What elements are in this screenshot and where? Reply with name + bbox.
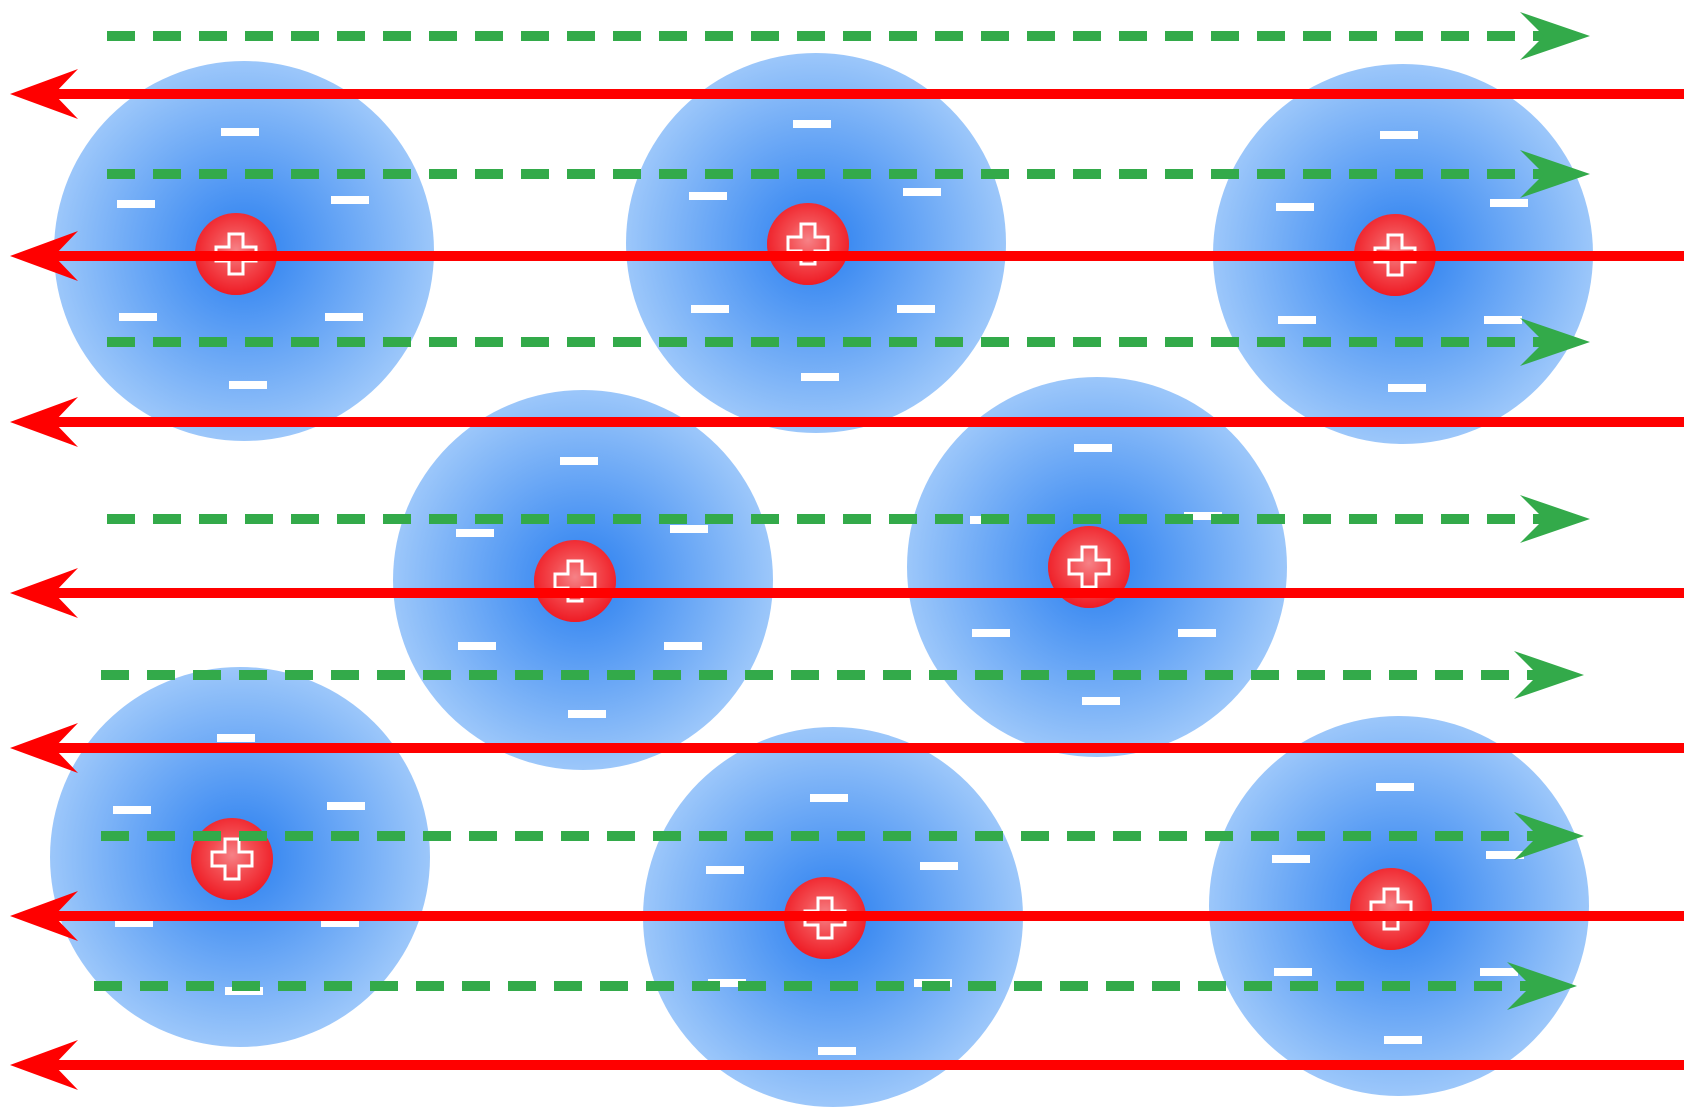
atom-row3-col3 <box>1209 716 1589 1096</box>
electron-minus-icon <box>818 1047 856 1055</box>
electron-minus-icon <box>119 313 157 321</box>
electron-minus-icon <box>1082 697 1120 705</box>
electron-minus-icon <box>1178 629 1216 637</box>
electron-minus-icon <box>706 866 744 874</box>
field-arrow <box>107 12 1590 60</box>
arrow-head-right-icon <box>1520 495 1590 543</box>
electron-minus-icon <box>897 305 935 313</box>
atom-row1-col2 <box>626 53 1006 433</box>
electron-minus-icon <box>560 457 598 465</box>
electron-minus-icon <box>1276 203 1314 211</box>
electron-minus-icon <box>327 802 365 810</box>
electron-minus-icon <box>691 305 729 313</box>
electron-minus-icon <box>217 734 255 742</box>
electron-minus-icon <box>568 710 606 718</box>
nucleus <box>1350 868 1432 950</box>
electron-minus-icon <box>1074 444 1112 452</box>
field-arrow <box>107 495 1590 543</box>
electron-minus-icon <box>1274 968 1312 976</box>
electron-minus-icon <box>810 794 848 802</box>
electron-minus-icon <box>801 373 839 381</box>
nucleus <box>767 203 849 285</box>
arrow-head-right-icon <box>1514 651 1584 699</box>
electron-minus-icon <box>689 192 727 200</box>
current-arrow <box>10 568 1684 618</box>
atoms-layer <box>50 53 1593 1107</box>
electron-minus-icon <box>331 196 369 204</box>
electron-minus-icon <box>1480 968 1518 976</box>
electron-minus-icon <box>221 128 259 136</box>
atom-row2-col2 <box>907 377 1287 757</box>
electron-minus-icon <box>793 120 831 128</box>
nucleus <box>534 540 616 622</box>
electron-minus-icon <box>458 642 496 650</box>
electron-minus-icon <box>1278 316 1316 324</box>
electron-minus-icon <box>670 525 708 533</box>
electron-minus-icon <box>325 313 363 321</box>
electron-minus-icon <box>1380 131 1418 139</box>
electron-minus-icon <box>1376 783 1414 791</box>
electron-minus-icon <box>229 381 267 389</box>
electron-minus-icon <box>664 642 702 650</box>
electron-minus-icon <box>1384 1036 1422 1044</box>
electron-minus-icon <box>117 200 155 208</box>
nucleus <box>191 818 273 900</box>
electron-minus-icon <box>903 188 941 196</box>
electron-minus-icon <box>456 529 494 537</box>
arrow-head-right-icon <box>1520 12 1590 60</box>
electron-minus-icon <box>920 862 958 870</box>
electron-minus-icon <box>972 629 1010 637</box>
electron-minus-icon <box>1388 384 1426 392</box>
atom-row2-col1 <box>393 390 773 770</box>
electron-minus-icon <box>1272 855 1310 863</box>
electron-minus-icon <box>1490 199 1528 207</box>
electron-minus-icon <box>113 806 151 814</box>
electron-minus-icon <box>1484 316 1522 324</box>
